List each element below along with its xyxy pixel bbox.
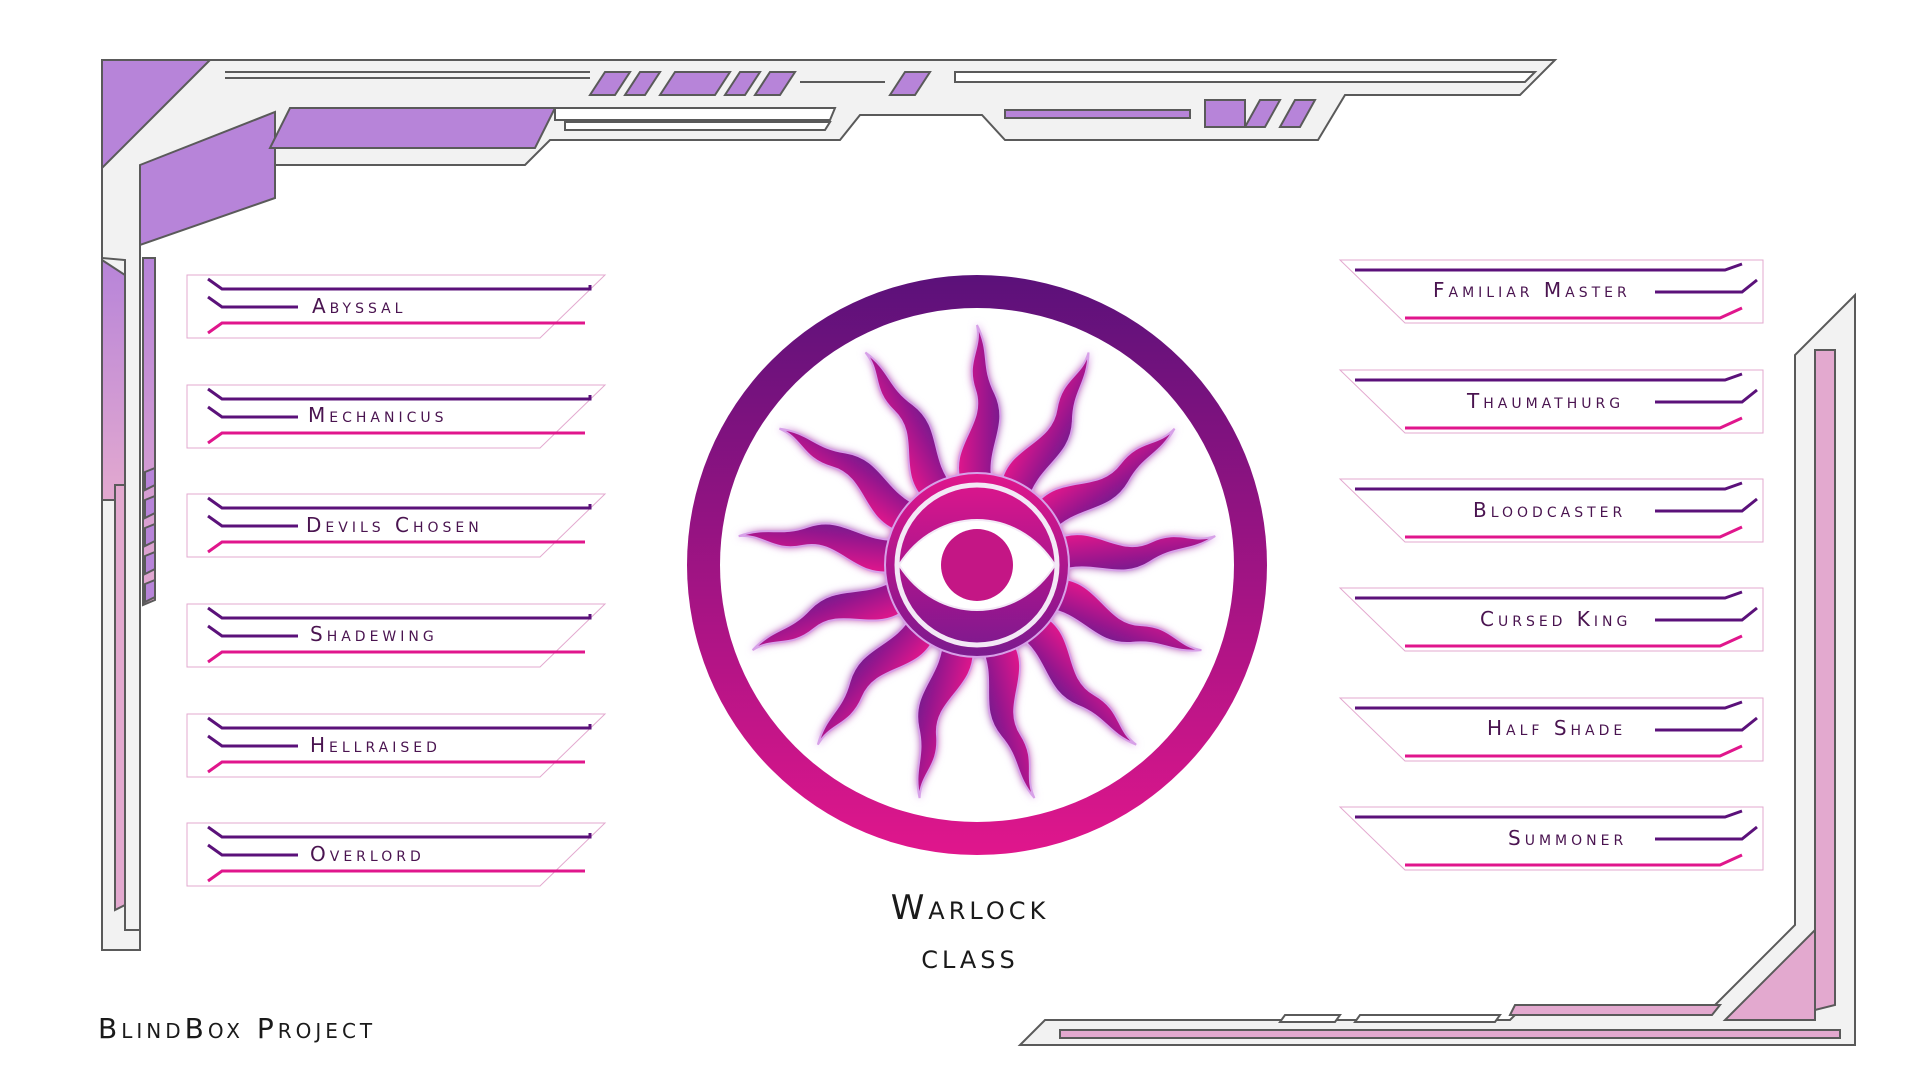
sun-ray — [957, 324, 1002, 486]
right-bar-frame — [1338, 806, 1764, 871]
right-bar-frame — [1338, 369, 1764, 434]
top-left-frame — [101, 59, 1558, 951]
sun-ray — [916, 637, 975, 799]
left-option-overlord[interactable]: Overlord — [310, 842, 425, 866]
left-bar-frame — [186, 822, 607, 887]
right-option-bloodcaster[interactable]: Bloodcaster — [1473, 498, 1627, 522]
right-bar-frame — [1338, 259, 1764, 324]
left-option-devils-chosen[interactable]: Devils Chosen — [306, 513, 483, 537]
left-bar-frame — [186, 713, 607, 778]
sun-ray — [1032, 427, 1176, 535]
credit-text: BlindBox Project — [98, 1012, 377, 1045]
right-option-summoner[interactable]: Summoner — [1508, 826, 1628, 850]
sun-ray — [816, 612, 938, 746]
right-bar-frame — [1338, 587, 1764, 652]
emblem — [687, 275, 1267, 855]
sun-ray — [779, 427, 922, 534]
left-option-shadewing[interactable]: Shadewing — [310, 622, 438, 646]
sun-ray — [1053, 533, 1216, 573]
right-option-cursed-king[interactable]: Cursed King — [1480, 607, 1632, 631]
bottom-right-frame — [1017, 292, 1856, 1046]
sun-ray — [979, 637, 1036, 799]
right-bar-frame — [1338, 697, 1764, 762]
left-bar-frame — [186, 603, 607, 668]
left-bar-frame — [186, 384, 607, 449]
sun-ray — [864, 351, 956, 503]
right-bar-frame — [1338, 478, 1764, 543]
sun-ray — [998, 352, 1090, 504]
left-bar-frame — [186, 274, 607, 339]
left-bar-frame — [186, 493, 607, 558]
sun-ray — [751, 576, 910, 651]
left-bars — [186, 274, 607, 887]
sun-ray — [1016, 613, 1137, 746]
eye-sun-icon — [738, 324, 1216, 799]
sun-ray — [738, 522, 901, 574]
left-option-mechanicus[interactable]: Mechanicus — [308, 403, 448, 427]
right-option-half-shade[interactable]: Half Shade — [1487, 716, 1627, 740]
right-option-thaumathurg[interactable]: Thaumathurg — [1467, 389, 1625, 413]
right-bars — [1338, 259, 1764, 871]
left-option-hellraised[interactable]: Hellraised — [310, 733, 441, 757]
sun-ray — [1044, 577, 1202, 652]
right-option-familiar-master[interactable]: Familiar Master — [1433, 278, 1631, 302]
class-title: Warlock — [890, 888, 1050, 928]
left-option-abyssal[interactable]: Abyssal — [312, 294, 407, 318]
class-subtitle: class — [921, 937, 1019, 977]
